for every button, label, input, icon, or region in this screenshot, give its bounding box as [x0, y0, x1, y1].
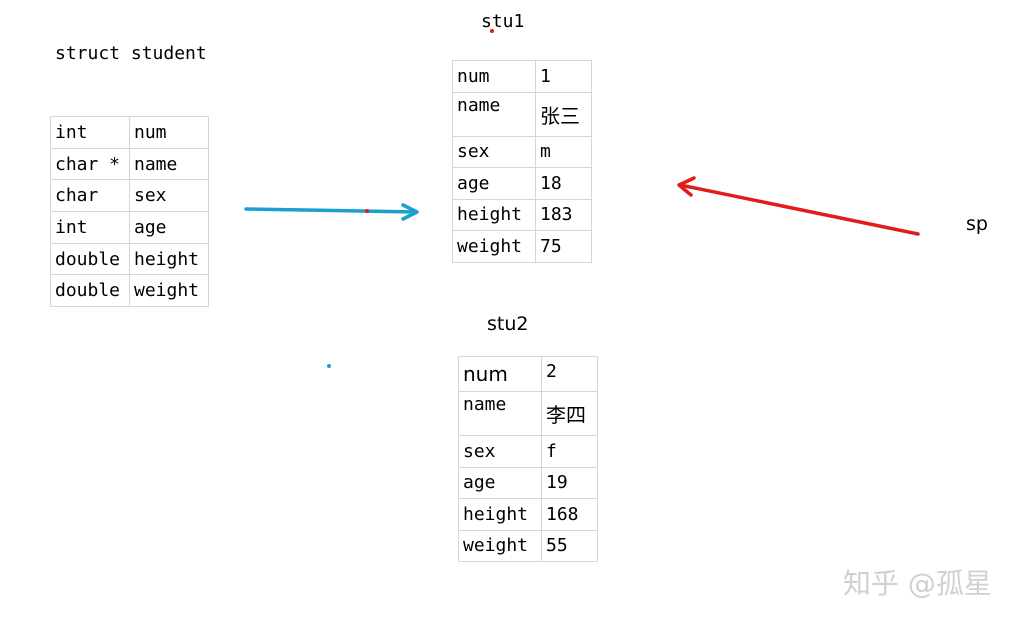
stu2-key: height: [458, 498, 542, 531]
field-type: char *: [50, 147, 130, 181]
field-name: height: [129, 242, 209, 276]
stu2-value: 2: [541, 356, 598, 392]
stu1-key: sex: [452, 135, 536, 168]
stu1-value: 1: [535, 60, 592, 93]
blue-arrow-head: [401, 203, 419, 221]
pointer-label: sp: [966, 213, 988, 235]
stu1-key: weight: [452, 230, 536, 263]
stu1-key: name: [452, 91, 536, 137]
blue-arrow-shaft: [244, 207, 418, 214]
stu2-value: 168: [541, 498, 598, 531]
struct-row: char *name: [50, 147, 209, 181]
field-name: weight: [129, 274, 209, 308]
field-type: double: [50, 274, 130, 308]
stu2-label: stu2: [487, 313, 529, 335]
stu1-key: num: [452, 60, 536, 93]
stu1-value: 张三: [535, 91, 592, 137]
stu1-value: 75: [535, 230, 592, 263]
red-dot: [365, 209, 369, 213]
stu2-value: 李四: [541, 391, 598, 436]
field-name: name: [129, 147, 209, 181]
struct-title: struct student: [55, 43, 207, 64]
red-arrow-head: [677, 176, 696, 197]
stu2-value: 55: [541, 529, 598, 562]
blue-arrow: [244, 203, 419, 221]
stu2-key: name: [458, 391, 542, 436]
red-dot: [490, 29, 494, 33]
blue-dot: [327, 364, 331, 368]
red-arrow-shaft: [678, 183, 920, 236]
stu2-key: sex: [458, 435, 542, 468]
stu1-label: stu1: [481, 11, 525, 32]
red-arrow: [677, 176, 920, 236]
watermark: 知乎 @孤星: [843, 567, 992, 600]
stu1-value: 183: [535, 198, 592, 231]
field-type: int: [50, 211, 130, 244]
stu2-key: weight: [458, 529, 542, 562]
stu1-value: 18: [535, 167, 592, 200]
field-name: num: [129, 116, 209, 149]
field-name: age: [129, 211, 209, 244]
field-type: int: [50, 116, 130, 149]
